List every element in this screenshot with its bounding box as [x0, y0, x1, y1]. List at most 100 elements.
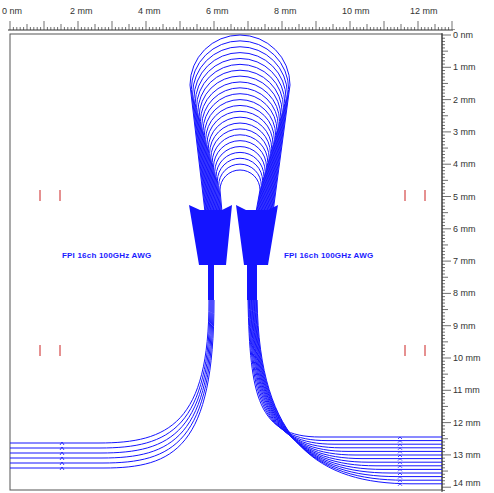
arrayed-waveguide	[216, 152, 264, 212]
ruler-tick	[442, 141, 445, 142]
output-taper	[247, 265, 257, 300]
output-waveguide	[254, 300, 442, 469]
alignment-mark	[40, 345, 41, 356]
ruler-tick	[316, 21, 317, 30]
ruler-tick	[442, 390, 451, 391]
ruler-tick	[237, 27, 238, 30]
ruler-tick	[442, 257, 445, 258]
ruler-tick	[397, 27, 398, 30]
ruler-tick	[336, 27, 337, 30]
ruler-tick	[442, 383, 445, 384]
arrayed-waveguide	[213, 141, 266, 212]
ruler-tick	[442, 332, 445, 333]
port-marker	[60, 457, 64, 460]
ruler-tick	[231, 24, 232, 30]
ruler-tick	[442, 35, 451, 36]
ruler-tick	[442, 251, 445, 252]
ruler-tick	[441, 27, 442, 30]
ruler-tick	[442, 138, 445, 139]
ruler-tick	[442, 312, 445, 313]
ruler-tick	[442, 396, 445, 397]
ruler-tick	[350, 21, 351, 30]
ruler-tick	[442, 183, 445, 184]
arrayed-waveguide	[198, 70, 282, 212]
ruler-tick	[442, 128, 445, 129]
ruler-tick	[442, 215, 445, 216]
ruler-tick	[442, 241, 445, 242]
ruler-tick	[268, 27, 269, 30]
ruler-tick	[265, 24, 266, 30]
ruler-label: 12 mm	[453, 418, 481, 428]
ruler-tick	[442, 409, 445, 410]
ruler-tick	[442, 454, 451, 455]
ruler-tick	[166, 27, 167, 30]
ruler-tick	[442, 60, 445, 61]
ruler-label: 6 mm	[453, 224, 476, 234]
ruler-tick	[149, 27, 150, 30]
ruler-tick	[442, 280, 445, 281]
ruler-tick	[411, 27, 412, 30]
port-marker	[398, 444, 402, 446]
ruler-tick	[442, 441, 445, 442]
ruler-tick	[442, 76, 445, 77]
ruler-tick	[309, 27, 310, 30]
ruler-tick	[442, 199, 445, 200]
ruler-label: 4 mm	[138, 6, 161, 16]
arrayed-waveguide	[193, 47, 288, 212]
ruler-tick	[295, 27, 296, 30]
ruler-tick	[387, 27, 388, 30]
ruler-label: 7 mm	[453, 256, 476, 266]
ruler-tick	[442, 225, 445, 226]
ruler-tick	[442, 325, 451, 326]
ruler-tick	[442, 96, 445, 97]
ruler-tick	[442, 438, 448, 439]
ruler-tick	[61, 24, 62, 30]
alignment-mark	[405, 345, 406, 356]
ruler-tick	[217, 27, 218, 30]
ruler-tick	[442, 64, 445, 65]
ruler-tick	[442, 403, 445, 404]
ruler-tick	[442, 464, 445, 465]
ruler-tick	[442, 361, 445, 362]
ruler-tick	[261, 27, 262, 30]
ruler-tick	[442, 135, 445, 136]
arrayed-waveguide	[212, 135, 268, 212]
ruler-tick	[442, 235, 445, 236]
ruler-tick	[78, 21, 79, 30]
ruler-tick	[370, 27, 371, 30]
ruler-tick	[152, 27, 153, 30]
port-marker	[398, 437, 402, 439]
ruler-tick	[442, 286, 445, 287]
ruler-tick	[108, 27, 109, 30]
port-marker	[398, 484, 402, 486]
arrayed-waveguide	[191, 41, 288, 212]
ruler-tick	[33, 27, 34, 30]
arrayed-waveguide	[195, 58, 285, 212]
ruler-tick	[442, 167, 445, 168]
ruler-tick	[404, 27, 405, 30]
ruler-tick	[407, 27, 408, 30]
arrayed-waveguide	[207, 111, 273, 212]
arrayed-waveguide	[208, 117, 271, 212]
ruler-tick	[442, 425, 445, 426]
ruler-tick	[442, 106, 445, 107]
ruler-tick	[23, 27, 24, 30]
ruler-tick	[47, 27, 48, 30]
output-waveguide	[256, 300, 442, 477]
layout-frame	[10, 34, 442, 490]
arrayed-waveguide	[190, 35, 290, 212]
ruler-tick	[401, 24, 402, 30]
ruler-label: 10 mm	[453, 353, 481, 363]
ruler-tick	[203, 27, 204, 30]
port-marker	[398, 459, 402, 461]
ruler-tick	[74, 27, 75, 30]
ruler-tick	[343, 27, 344, 30]
ruler-tick	[442, 370, 445, 371]
ruler-tick	[142, 27, 143, 30]
ruler-tick	[251, 27, 252, 30]
ruler-tick	[442, 270, 445, 271]
ruler-tick	[438, 27, 439, 30]
ruler-tick	[356, 27, 357, 30]
port-marker	[398, 462, 402, 464]
ruler-tick	[442, 261, 451, 262]
